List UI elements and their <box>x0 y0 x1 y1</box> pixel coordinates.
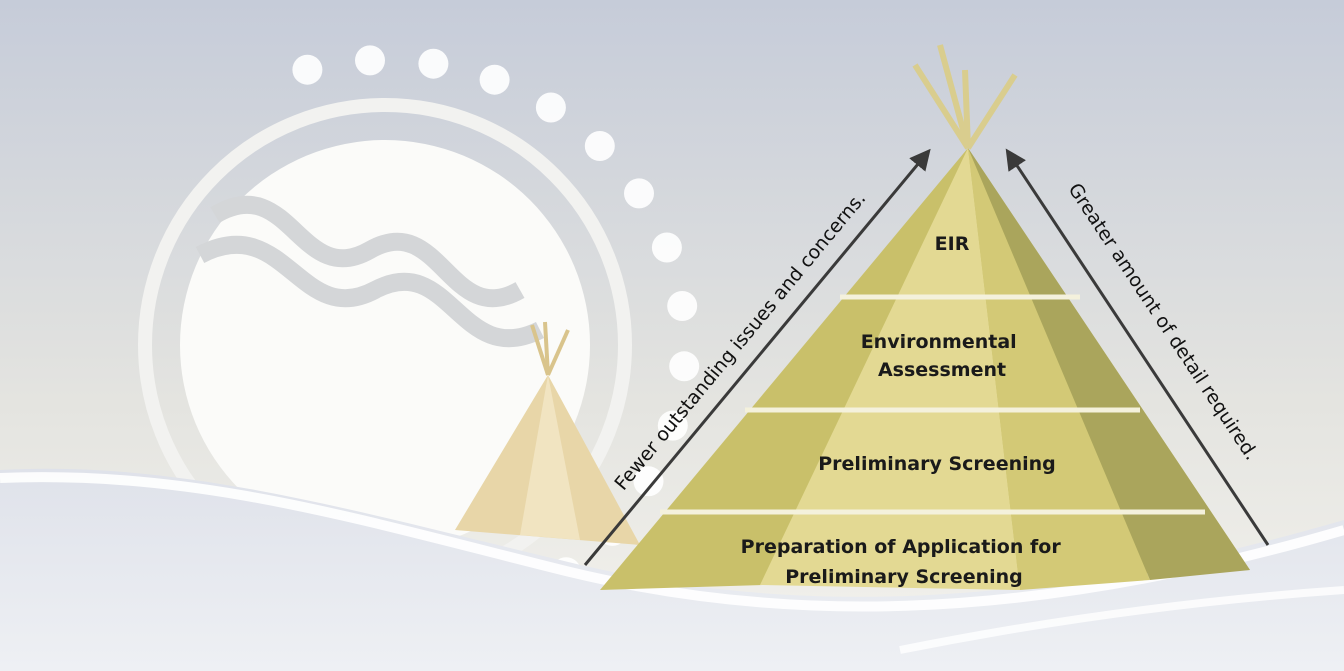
tipi-light-panel <box>760 148 1020 590</box>
small-tipi-pole <box>543 321 550 376</box>
sun-dot <box>584 131 615 161</box>
right-arrow <box>1005 148 1270 546</box>
sun-dot <box>651 232 682 263</box>
tipi-pole <box>912 63 971 150</box>
tipi-mid-panel <box>968 148 1150 590</box>
tipi-pole <box>965 73 1018 150</box>
sun-dot <box>624 178 654 209</box>
left-arrow <box>583 148 931 566</box>
small-tipi-highlight <box>520 375 580 540</box>
sun-dot <box>667 291 698 321</box>
sun-dot <box>535 92 566 123</box>
tier-label-preliminary-screening: Preliminary Screening <box>818 453 1056 475</box>
tipi-pole <box>962 69 971 149</box>
tipi-dark-panel <box>968 148 1250 580</box>
sun-emblem <box>110 45 700 645</box>
water-wave-top <box>210 195 525 307</box>
water-wave-bottom <box>195 235 545 348</box>
tier-label-preparation: Preparation of Application for Prelimina… <box>741 536 1068 588</box>
sun-dot <box>657 410 688 441</box>
main-tipi <box>600 44 1250 590</box>
sun-dot <box>292 54 323 85</box>
ground-highlight-lower <box>899 586 1344 654</box>
ground-wave <box>0 468 1344 671</box>
small-tipi <box>455 321 640 545</box>
sun-dot <box>479 64 510 95</box>
small-tipi-pole <box>546 329 570 376</box>
ground-highlight <box>0 472 1344 612</box>
tier-label-environmental-assessment: Environmental Assessment <box>861 331 1024 381</box>
sun-dot <box>418 48 449 79</box>
sun-dot <box>355 45 385 76</box>
tier-label-eir: EIR <box>935 233 970 255</box>
sun-dot <box>669 351 700 382</box>
sun-disc <box>180 140 590 550</box>
sun-dot <box>633 466 664 497</box>
small-tipi-pole <box>530 324 550 376</box>
tipi-pole <box>937 44 971 149</box>
